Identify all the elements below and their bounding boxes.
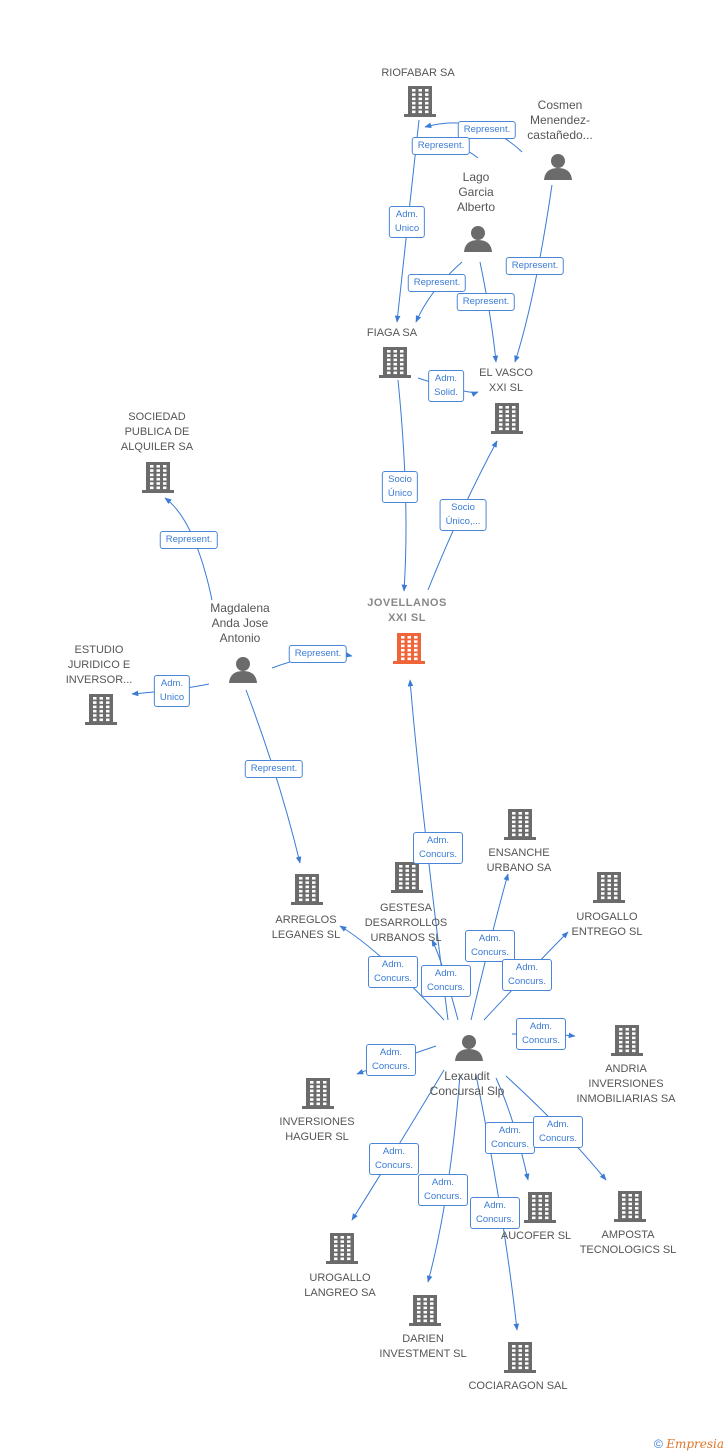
relation-edge xyxy=(479,261,499,363)
node-label-andria[interactable]: ANDRIA INVERSIONES INMOBILIARIAS SA xyxy=(576,1063,676,1105)
node-label-gestesa[interactable]: GESTESA DESARROLLOS URBANOS SL xyxy=(364,902,448,944)
company-building-icon[interactable] xyxy=(491,403,523,434)
node-label-fiaga[interactable]: FIAGA SA xyxy=(366,327,418,339)
company-building-icon[interactable] xyxy=(391,862,423,893)
edge-label[interactable]: Adm. Concurs. xyxy=(417,1174,469,1206)
edge-label[interactable]: Adm. Concurs. xyxy=(501,959,553,991)
company-building-icon[interactable] xyxy=(302,1078,334,1109)
node-label-haguer[interactable]: INVERSIONES HAGUER SL xyxy=(279,1116,355,1143)
edge-label[interactable]: Adm. Concurs. xyxy=(484,1122,536,1154)
company-building-icon[interactable] xyxy=(326,1233,358,1264)
edge-label[interactable]: Adm. Concurs. xyxy=(515,1018,567,1050)
edge-label[interactable]: Represent. xyxy=(288,645,348,663)
edge-label[interactable]: Adm. Concurs. xyxy=(368,1143,420,1175)
edge-label[interactable]: Adm. Concurs. xyxy=(469,1197,521,1229)
edge-label[interactable]: Adm. Concurs. xyxy=(532,1116,584,1148)
node-label-darien[interactable]: DARIEN INVESTMENT SL xyxy=(379,1333,467,1360)
node-label-lago[interactable]: Lago Garcia Alberto xyxy=(456,170,496,214)
person-icon[interactable] xyxy=(455,1035,483,1061)
company-building-icon[interactable] xyxy=(524,1192,556,1223)
company-building-icon[interactable] xyxy=(85,694,117,725)
edge-label[interactable]: Socio Único,... xyxy=(439,499,487,531)
company-building-icon[interactable] xyxy=(611,1025,643,1056)
footer-brand[interactable]: © Empresia xyxy=(654,1437,724,1451)
relation-edge xyxy=(164,497,213,601)
edge-label[interactable]: Represent. xyxy=(244,760,304,778)
node-label-urogallo-l[interactable]: UROGALLO LANGREO SA xyxy=(304,1272,376,1299)
person-icon[interactable] xyxy=(544,154,572,180)
node-label-elvasco[interactable]: EL VASCO XXI SL xyxy=(479,367,533,394)
edge-label[interactable]: Adm. Unico xyxy=(388,206,426,238)
edge-label[interactable]: Represent. xyxy=(411,137,471,155)
node-label-lexaudit[interactable]: Lexaudit Concursal Slp xyxy=(429,1069,505,1098)
node-label-sociedad[interactable]: SOCIEDAD PUBLICA DE ALQUILER SA xyxy=(120,411,194,453)
edge-label[interactable]: Represent. xyxy=(505,257,565,275)
edge-label[interactable]: Represent. xyxy=(456,293,516,311)
company-building-icon[interactable] xyxy=(614,1191,646,1222)
copyright-symbol: © xyxy=(654,1437,663,1451)
node-label-jovellanos[interactable]: JOVELLANOS XXI SL xyxy=(367,597,447,624)
edge-label[interactable]: Represent. xyxy=(159,531,219,549)
company-building-icon[interactable] xyxy=(504,809,536,840)
relation-edge xyxy=(245,689,302,864)
node-label-ensanche[interactable]: ENSANCHE URBANO SA xyxy=(486,847,552,874)
edge-label[interactable]: Adm. Concurs. xyxy=(367,956,419,988)
node-label-magdalena[interactable]: Magdalena Anda Jose Antonio xyxy=(210,601,270,645)
node-label-cosmen[interactable]: Cosmen Menendez- castañedo... xyxy=(527,98,593,142)
relation-edge xyxy=(415,261,463,323)
edge-label[interactable]: Adm. Concurs. xyxy=(420,965,472,997)
edge-label[interactable]: Represent. xyxy=(457,121,517,139)
company-building-icon[interactable] xyxy=(291,874,323,905)
node-label-aucofer[interactable]: AUCOFER SL xyxy=(500,1230,572,1242)
person-icon[interactable] xyxy=(464,226,492,252)
node-label-riofabar[interactable]: RIOFABAR SA xyxy=(381,67,455,79)
node-label-cociaragon[interactable]: COCIARAGON SAL xyxy=(468,1380,568,1392)
company-building-icon[interactable] xyxy=(593,872,625,903)
edge-label[interactable]: Adm. Concurs. xyxy=(412,832,464,864)
brand-logo: Empresia xyxy=(666,1437,724,1451)
node-label-urogallo-e[interactable]: UROGALLO ENTREGO SL xyxy=(571,911,643,938)
node-label-amposta[interactable]: AMPOSTA TECNOLOGICS SL xyxy=(579,1229,677,1256)
relation-edge xyxy=(514,184,553,363)
company-building-icon[interactable] xyxy=(379,347,411,378)
company-building-icon[interactable] xyxy=(504,1342,536,1373)
edge-label[interactable]: Socio Único xyxy=(381,471,419,503)
person-icon[interactable] xyxy=(229,657,257,683)
edge-label[interactable]: Adm. Unico xyxy=(153,675,191,707)
node-label-estudio[interactable]: ESTUDIO JURIDICO E INVERSOR... xyxy=(65,644,133,686)
company-building-icon[interactable] xyxy=(409,1295,441,1326)
edge-label[interactable]: Adm. Concurs. xyxy=(464,930,516,962)
edge-label[interactable]: Adm. Solid. xyxy=(428,370,464,402)
edge-label[interactable]: Represent. xyxy=(407,274,467,292)
company-building-icon[interactable] xyxy=(404,86,436,117)
focus-company-icon[interactable] xyxy=(393,633,425,664)
edge-label[interactable]: Adm. Concurs. xyxy=(365,1044,417,1076)
node-label-arreglos[interactable]: ARREGLOS LEGANES SL xyxy=(271,914,341,941)
company-building-icon[interactable] xyxy=(142,462,174,493)
